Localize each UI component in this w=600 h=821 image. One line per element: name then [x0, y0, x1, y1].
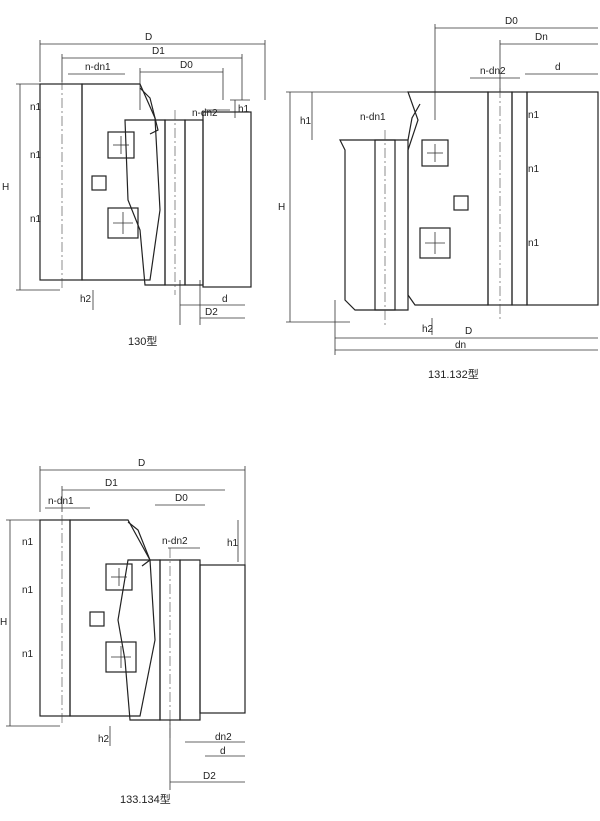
label-n1-top-2: n1 [528, 110, 540, 121]
inner-ring-body-2 [407, 91, 489, 306]
outer-ring-body-2 [339, 139, 409, 311]
bore-2 [526, 91, 599, 306]
label-D0-2: D0 [505, 16, 518, 27]
label-h2: h2 [80, 294, 92, 305]
label-H-3: H [0, 617, 7, 628]
label-h2-2: h2 [422, 324, 434, 335]
label-Dn-2: Dn [535, 32, 548, 43]
label-n1-bot-2: n1 [528, 238, 540, 249]
label-h2-3: h2 [98, 734, 110, 745]
roller-upper-3 [105, 563, 133, 591]
label-n-dn1: n-dn1 [85, 62, 111, 73]
label-n1-bot-3: n1 [22, 649, 34, 660]
label-D0-3: D0 [175, 493, 188, 504]
caption-type-133-134: 133.134型 [120, 792, 171, 806]
gear-teeth-section-3 [179, 559, 201, 721]
label-d-2: d [555, 62, 561, 73]
label-H-2: H [278, 202, 285, 213]
inner-ring-edge-2 [511, 91, 528, 306]
label-n1-mid-3: n1 [22, 585, 34, 596]
label-dn2-3: dn2 [215, 732, 232, 743]
seal-lip [139, 87, 159, 135]
label-D2-3: D2 [203, 771, 216, 782]
roller-radial [91, 175, 107, 191]
roller-radial-3 [89, 611, 105, 627]
roller-lower-2 [419, 227, 451, 259]
label-n1-top-3: n1 [22, 537, 34, 548]
label-H: H [2, 182, 9, 193]
dimension-lines-133-134 [6, 466, 246, 790]
caption-type-131-132: 131.132型 [428, 367, 479, 381]
label-D1: D1 [152, 46, 165, 57]
roller-radial-2 [453, 195, 469, 211]
drawing-type-130: D D1 D0 n-dn1 n-dn2 H n1 n1 n1 h1 h2 d D… [2, 32, 266, 348]
label-n-dn1-2: n-dn1 [360, 112, 386, 123]
label-D: D [145, 32, 152, 43]
label-D1-3: D1 [105, 478, 118, 489]
outer-ring-section [39, 83, 83, 281]
label-D-3: D [138, 458, 145, 469]
label-h1: h1 [238, 104, 250, 115]
label-h1-2: h1 [300, 116, 312, 127]
drawing-type-133-134: D D1 D0 n-dn1 n-dn2 H n1 n1 n1 h1 h2 dn2… [0, 458, 246, 806]
roller-upper [107, 131, 135, 159]
seal-lip-3 [127, 521, 151, 567]
gear-teeth-section [184, 119, 204, 286]
label-d: d [222, 294, 228, 305]
label-n1-mid: n1 [30, 150, 42, 161]
roller-lower-3 [105, 641, 137, 673]
roller-lower [107, 207, 139, 239]
label-n1-bot: n1 [30, 214, 42, 225]
label-n-dn2-2: n-dn2 [480, 66, 506, 77]
label-D0: D0 [180, 60, 193, 71]
dimension-lines-130 [16, 40, 266, 325]
bore-wall-3 [199, 564, 246, 714]
label-n-dn2: n-dn2 [192, 108, 218, 119]
outer-ring-section-3 [39, 519, 71, 717]
label-n-dn2-3: n-dn2 [162, 536, 188, 547]
label-D2: D2 [205, 307, 218, 318]
label-n1-mid-2: n1 [528, 164, 540, 175]
drawing-type-131-132: D0 Dn d n-dn2 n-dn1 H h1 n1 n1 n1 h2 D d… [278, 16, 599, 381]
inner-ring-body-3 [117, 559, 161, 721]
label-h1-3: h1 [227, 538, 239, 549]
caption-type-130: 130型 [128, 334, 157, 348]
outer-ring-body [81, 83, 161, 281]
dimension-lines-131-132 [286, 24, 598, 355]
label-dn-2: dn [455, 340, 466, 351]
label-d-3: d [220, 746, 226, 757]
label-n-dn1-3: n-dn1 [48, 496, 74, 507]
label-n1-top: n1 [30, 102, 42, 113]
roller-upper-2 [421, 139, 449, 167]
label-D-2: D [465, 326, 472, 337]
bore-wall [202, 111, 252, 288]
seal-lip-2 [407, 103, 421, 141]
outer-ring-body-3 [69, 519, 156, 717]
